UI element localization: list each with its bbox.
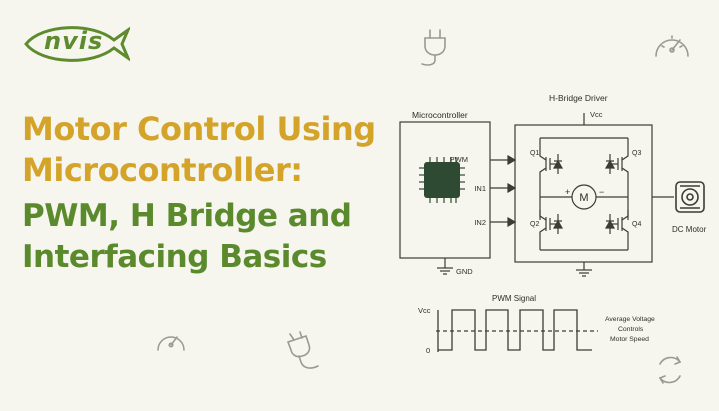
q3-label: Q3 <box>632 150 641 157</box>
mcu-chip <box>424 162 460 198</box>
transistor-q2 <box>539 210 564 238</box>
pwm-zero-label: 0 <box>426 346 430 355</box>
avg-line-2: Controls <box>618 326 644 333</box>
refresh-icon <box>658 356 682 384</box>
title-line-2: Microcontroller: <box>22 151 303 189</box>
plug-icon <box>421 29 446 66</box>
dc-motor-icon <box>675 181 705 213</box>
logo-text[interactable]: nvis <box>44 27 104 55</box>
transistor-q3 <box>604 150 629 178</box>
pwm-title: PWM Signal <box>492 294 536 303</box>
title-line-4: Interfacing Basics <box>22 239 327 275</box>
gauge-icon <box>655 35 689 57</box>
q1-label: Q1 <box>530 150 539 157</box>
motor-minus: − <box>599 187 604 197</box>
pwm-vcc-label: Vcc <box>418 306 431 315</box>
motor-symbol-label: M <box>579 192 588 204</box>
transistor-q1 <box>539 150 564 178</box>
dc-motor-label: DC Motor <box>672 225 707 234</box>
pin-in1: IN1 <box>474 184 486 193</box>
motor-plus: + <box>565 187 570 197</box>
gnd-label: GND <box>456 267 473 276</box>
mcu-label: Microcontroller <box>412 110 468 120</box>
pwm-waveform <box>438 309 592 351</box>
vcc-label: Vcc <box>590 110 603 119</box>
pin-pwm: PWM <box>450 155 468 164</box>
q2-label: Q2 <box>530 221 539 228</box>
q4-label: Q4 <box>632 221 641 228</box>
avg-line-3: Motor Speed <box>610 336 649 343</box>
h-bridge-label: H-Bridge Driver <box>549 93 608 103</box>
title-line-3: PWM, H Bridge and <box>22 198 352 234</box>
motor-symbol <box>571 184 597 210</box>
fish-logo-icon <box>24 26 130 62</box>
plug-icon <box>286 331 319 369</box>
gauge-icon <box>157 336 185 351</box>
avg-line-1: Average Voltage <box>605 316 655 323</box>
transistor-q4 <box>604 210 629 238</box>
pin-in2: IN2 <box>474 218 486 227</box>
title-line-1: Motor Control Using <box>22 110 376 148</box>
